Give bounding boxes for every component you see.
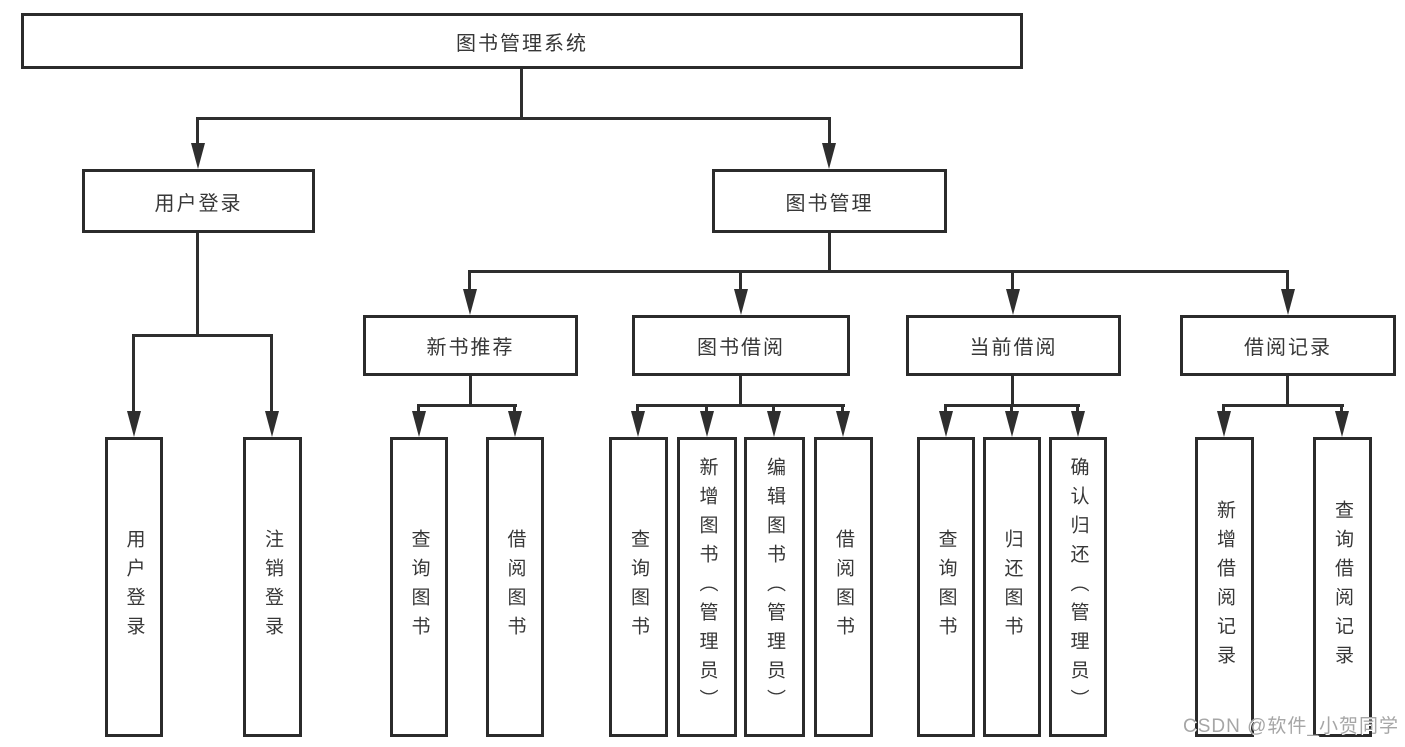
leaf-return-book: 归还图书 [983, 437, 1041, 737]
connector-line [1011, 270, 1014, 292]
watermark: CSDN @软件_小贺同学 [1183, 716, 1399, 737]
leaf-add-book-admin: 新增图书（管理员） [677, 437, 737, 737]
node-root-label: 图书管理系统 [456, 32, 588, 55]
arrowhead-icon [508, 411, 522, 437]
leaf-query-book-current: 查询图书 [917, 437, 975, 737]
arrowhead-icon [822, 143, 836, 169]
leaf-query-book-borrow: 查询图书 [609, 437, 668, 737]
connector-line [739, 270, 742, 292]
connector-line [1222, 404, 1225, 416]
leaf-query-borrow-record: 查询借阅记录 [1313, 437, 1372, 737]
node-book-management: 图书管理 [712, 169, 947, 233]
connector-line [772, 404, 775, 416]
node-user-login: 用户登录 [82, 169, 315, 233]
arrowhead-icon [836, 411, 850, 437]
leaf-logout: 注销登录 [243, 437, 302, 737]
node-current-borrow-label: 当前借阅 [969, 337, 1058, 359]
node-book-borrow-label: 图书借阅 [697, 337, 785, 359]
node-user-login-label: 用户登录 [154, 192, 243, 215]
leaf-query-book-recommend-label: 查询图书 [408, 529, 430, 645]
leaf-add-borrow-record-label: 新增借阅记录 [1214, 500, 1235, 674]
leaf-user-login-label: 用户登录 [123, 529, 145, 645]
arrowhead-icon [700, 411, 714, 437]
connector-line [270, 334, 273, 414]
leaf-borrow-book: 借阅图书 [814, 437, 873, 737]
connector-line [132, 334, 135, 414]
connector-line [469, 376, 472, 407]
leaf-query-borrow-record-label: 查询借阅记录 [1332, 500, 1353, 674]
leaf-query-book-current-label: 查询图书 [935, 529, 957, 645]
connector-line [132, 334, 273, 337]
arrowhead-icon [265, 411, 279, 437]
leaf-logout-label: 注销登录 [262, 529, 283, 645]
arrowhead-icon [631, 411, 645, 437]
arrowhead-icon [1281, 289, 1295, 315]
leaf-borrow-book-recommend-label: 借阅图书 [504, 529, 526, 645]
node-borrow-records-label: 借阅记录 [1244, 337, 1332, 359]
connector-line [705, 404, 708, 416]
connector-line [196, 117, 831, 120]
leaf-edit-book-admin-label: 编辑图书（管理员） [764, 456, 785, 718]
arrowhead-icon [734, 289, 748, 315]
connector-line [513, 404, 516, 416]
arrowhead-icon [191, 143, 205, 169]
node-book-borrow: 图书借阅 [632, 315, 850, 376]
node-root: 图书管理系统 [21, 13, 1023, 69]
connector-line [739, 376, 742, 407]
connector-line [828, 117, 831, 149]
connector-line [636, 404, 639, 416]
node-new-book-recommend: 新书推荐 [363, 315, 578, 376]
connector-line [196, 233, 199, 337]
connector-line [1286, 376, 1289, 407]
connector-line [468, 270, 471, 292]
arrowhead-icon [1335, 411, 1349, 437]
arrowhead-icon [1006, 289, 1020, 315]
connector-line [1340, 404, 1343, 416]
connector-line [1011, 376, 1014, 407]
connector-line [1286, 270, 1289, 292]
connector-line [1010, 404, 1013, 416]
connector-line [828, 233, 831, 273]
arrowhead-icon [463, 289, 477, 315]
arrowhead-icon [767, 411, 781, 437]
leaf-edit-book-admin: 编辑图书（管理员） [744, 437, 805, 737]
arrowhead-icon [1071, 411, 1085, 437]
leaf-confirm-return-admin-label: 确认归还（管理员） [1067, 456, 1089, 718]
leaf-return-book-label: 归还图书 [1001, 529, 1023, 645]
leaf-add-borrow-record: 新增借阅记录 [1195, 437, 1254, 737]
connector-line [417, 404, 517, 407]
leaf-confirm-return-admin: 确认归还（管理员） [1049, 437, 1107, 737]
leaf-query-book-recommend: 查询图书 [390, 437, 448, 737]
node-borrow-records: 借阅记录 [1180, 315, 1396, 376]
connector-line [417, 404, 420, 416]
connector-line [468, 270, 1289, 273]
arrowhead-icon [1217, 411, 1231, 437]
arrowhead-icon [939, 411, 953, 437]
node-new-book-recommend-label: 新书推荐 [426, 337, 515, 359]
node-current-borrow: 当前借阅 [906, 315, 1121, 376]
leaf-user-login: 用户登录 [105, 437, 163, 737]
leaf-borrow-book-recommend: 借阅图书 [486, 437, 544, 737]
leaf-borrow-book-label: 借阅图书 [833, 529, 854, 645]
connector-line [841, 404, 844, 416]
leaf-query-book-borrow-label: 查询图书 [628, 529, 649, 645]
connector-line [520, 69, 523, 120]
arrowhead-icon [412, 411, 426, 437]
connector-line [1222, 404, 1344, 407]
leaf-add-book-admin-label: 新增图书（管理员） [696, 456, 718, 718]
arrowhead-icon [1005, 411, 1019, 437]
node-book-management-label: 图书管理 [785, 192, 874, 215]
connector-line [944, 404, 947, 416]
connector-line [196, 117, 199, 149]
connector-line [636, 404, 845, 407]
connector-line [1076, 404, 1079, 416]
arrowhead-icon [127, 411, 141, 437]
